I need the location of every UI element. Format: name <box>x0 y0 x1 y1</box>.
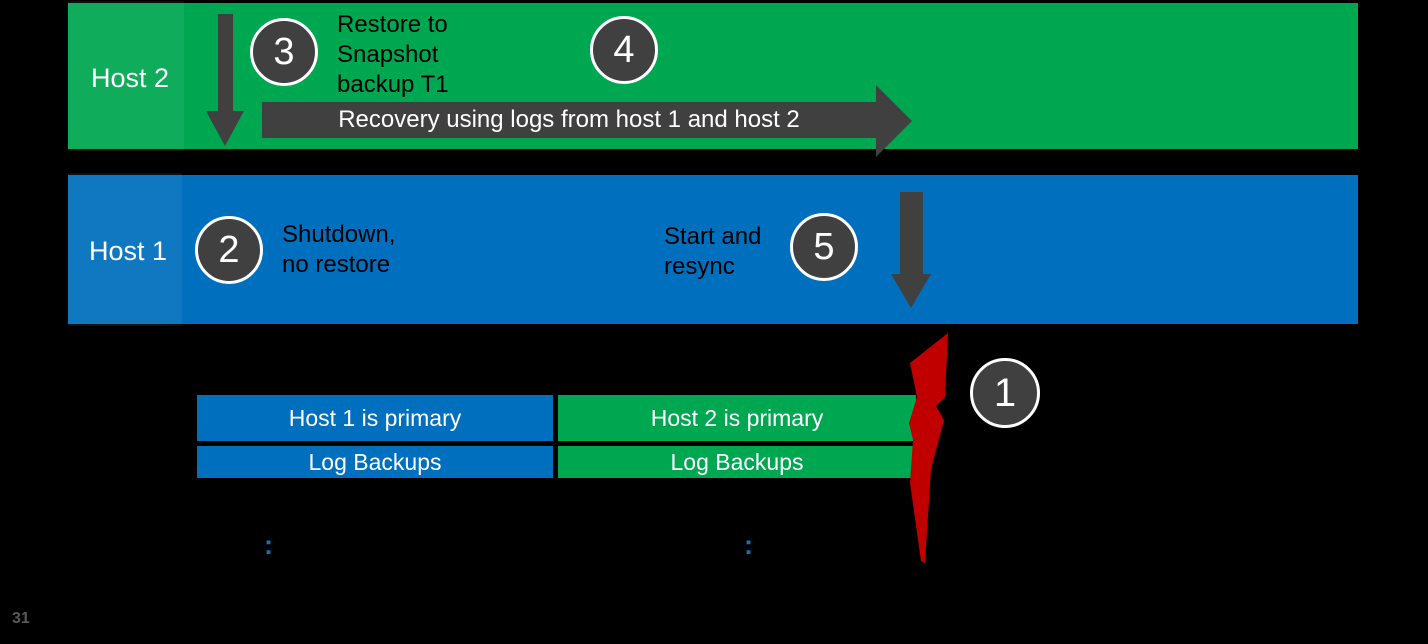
host2-lane-bar: Host 2 3 Restore to Snapshot backup T1 4… <box>68 1 1358 157</box>
failure-lightning-bolt-icon <box>909 333 948 563</box>
right-caption-colon: : <box>744 530 753 560</box>
step-3-description: Restore to Snapshot backup T1 <box>337 10 449 100</box>
host2-lane-label: Host 2 <box>91 63 170 93</box>
step-4-number: 4 <box>613 28 635 71</box>
host2-log-backups-bar: Log Backups <box>558 446 916 478</box>
left-caption-colon: : <box>264 530 273 560</box>
step-5-number: 5 <box>813 225 835 268</box>
step-2-number: 2 <box>218 228 240 271</box>
step-5-badge: 5 <box>790 213 858 281</box>
recovery-arrow-label: Recovery using logs from host 1 and host… <box>338 106 800 133</box>
step-2-line-2: no restore <box>282 251 391 278</box>
step-5-line-1: Start and <box>664 223 762 250</box>
host2-label-block <box>68 1 184 151</box>
host1-log-backups-bar: Log Backups <box>197 446 553 478</box>
step-2-description: Shutdown, no restore <box>282 220 395 280</box>
step-3-badge: 3 <box>250 18 318 86</box>
page-number: 31 <box>12 610 30 627</box>
host1-log-backups-label: Log Backups <box>308 448 442 475</box>
step-2-line-1: Shutdown, <box>282 221 396 248</box>
step-2-badge: 2 <box>195 216 263 284</box>
step-5-description: Start and resync <box>664 222 761 282</box>
host1-resync-down-arrow-icon <box>891 192 931 308</box>
step-3-line-1: Restore to <box>337 11 448 38</box>
step-1-badge: 1 <box>970 358 1040 428</box>
host1-primary-bar: Host 1 is primary <box>197 395 553 441</box>
host1-lane-bar: Host 1 2 Shutdown, no restore Start and … <box>68 173 1358 326</box>
host2-primary-label: Host 2 is primary <box>650 404 824 431</box>
host1-primary-label: Host 1 is primary <box>288 404 462 431</box>
step-4-badge: 4 <box>590 16 658 84</box>
host2-log-backups-label: Log Backups <box>670 448 804 475</box>
step-1-number: 1 <box>993 370 1017 415</box>
recovery-arrow-head-icon <box>876 85 912 157</box>
host2-primary-bar: Host 2 is primary <box>558 395 916 441</box>
step-5-line-2: resync <box>664 253 735 280</box>
recovery-arrow-banner: Recovery using logs from host 1 and host… <box>262 102 876 138</box>
step-3-line-2: Snapshot <box>337 41 439 68</box>
host1-lane-label: Host 1 <box>89 236 168 266</box>
step-3-number: 3 <box>273 30 295 73</box>
host1-label-block <box>68 173 182 326</box>
host2-restore-down-arrow-icon <box>206 14 244 146</box>
step-3-line-3: backup T1 <box>337 71 449 98</box>
